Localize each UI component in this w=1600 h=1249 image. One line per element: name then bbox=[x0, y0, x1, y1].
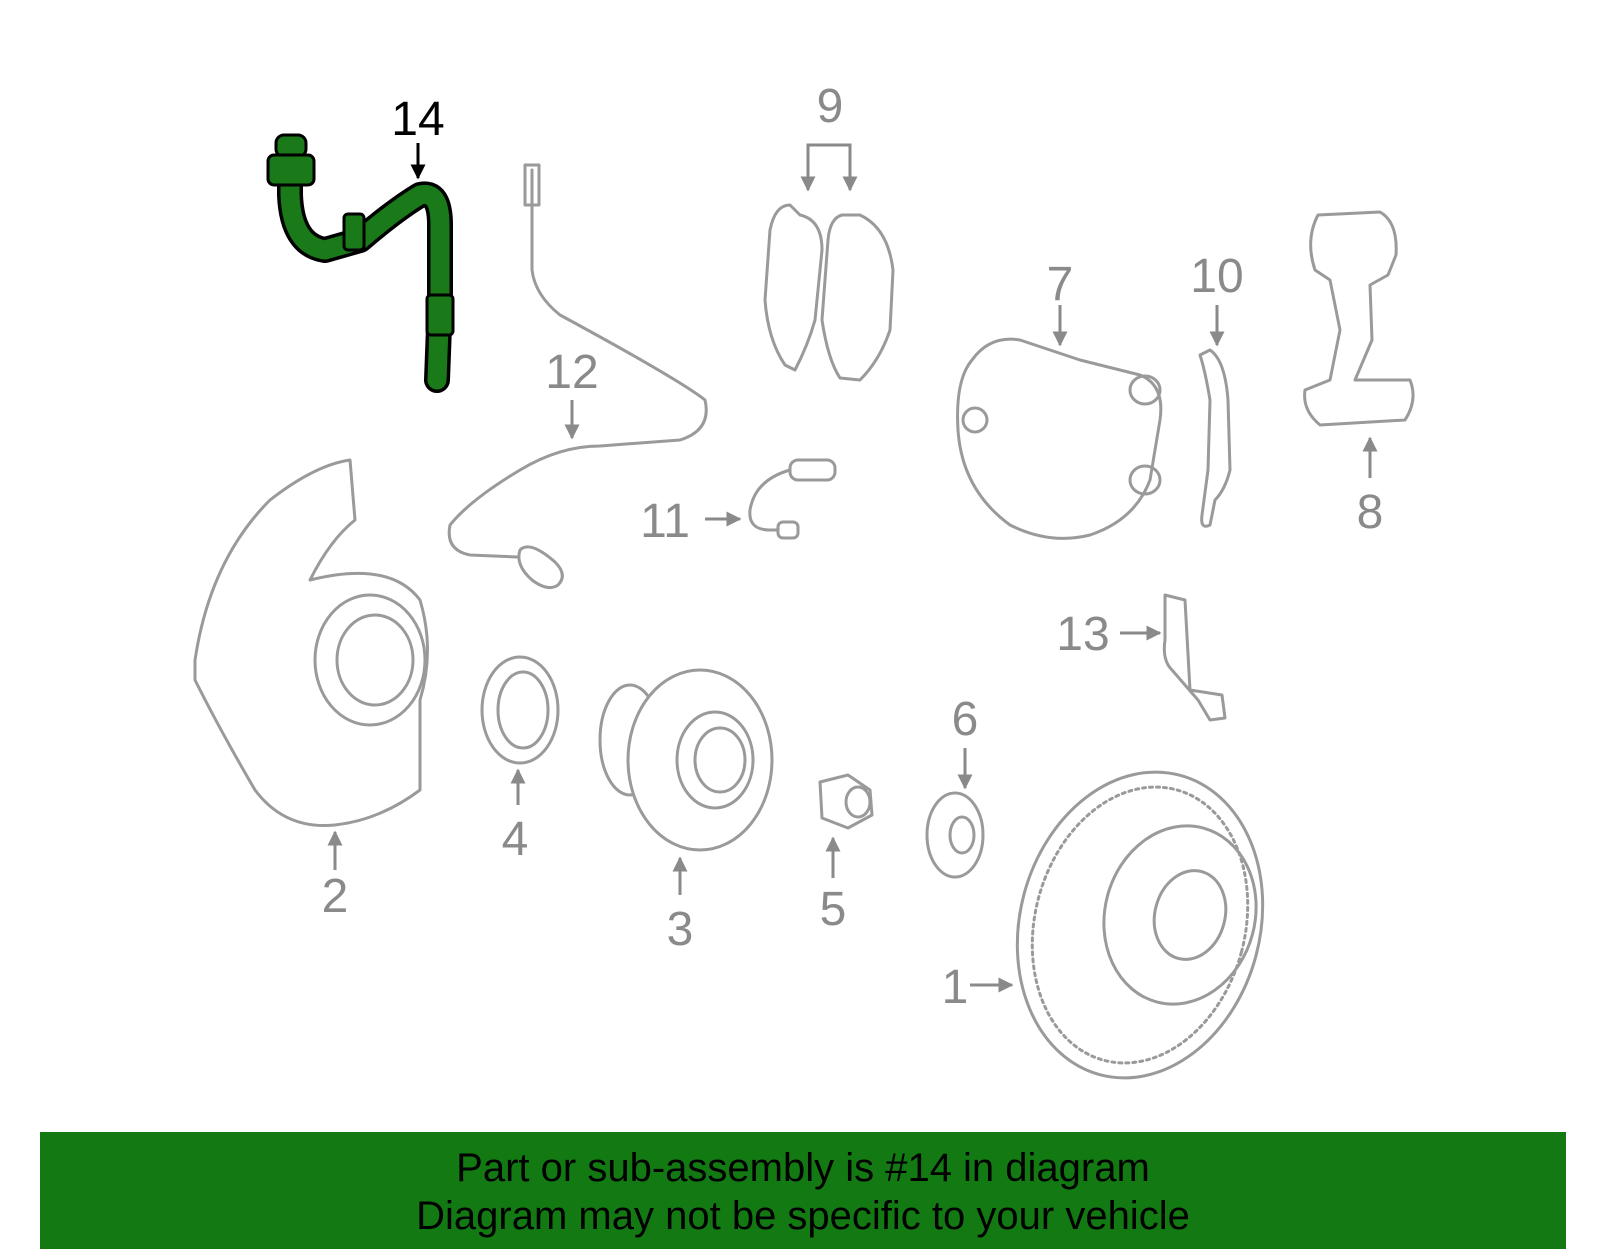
callout-3: 3 bbox=[667, 903, 694, 956]
info-banner: Part or sub-assembly is #14 in diagram D… bbox=[40, 1132, 1566, 1249]
part-9-brake-pads[interactable] bbox=[763, 203, 895, 382]
part-5-nut[interactable] bbox=[818, 773, 874, 830]
part-10-clip[interactable] bbox=[1198, 348, 1232, 528]
callout-4: 4 bbox=[502, 813, 529, 866]
part-12-abs-sensor[interactable] bbox=[447, 163, 708, 590]
part-4-seal[interactable] bbox=[480, 655, 560, 765]
callout-arrows bbox=[327, 143, 1378, 993]
callout-11: 11 bbox=[640, 495, 690, 548]
part-1-rotor[interactable] bbox=[984, 744, 1296, 1106]
part-6-cap[interactable] bbox=[925, 791, 985, 879]
banner-line-1: Part or sub-assembly is #14 in diagram bbox=[456, 1146, 1150, 1190]
callout-labels: 14 9 7 10 8 12 11 13 2 4 3 5 6 1 bbox=[322, 80, 1384, 1014]
callout-1: 1 bbox=[942, 961, 969, 1014]
callout-12: 12 bbox=[545, 346, 598, 399]
callout-9: 9 bbox=[817, 80, 844, 133]
part-3-hub[interactable] bbox=[598, 668, 774, 852]
part-14-brake-hose[interactable] bbox=[266, 133, 455, 393]
banner-line-2: Diagram may not be specific to your vehi… bbox=[416, 1194, 1190, 1238]
callout-2: 2 bbox=[322, 870, 349, 923]
part-7-caliper[interactable] bbox=[956, 337, 1163, 540]
part-13-bracket[interactable] bbox=[1162, 593, 1227, 722]
callout-7: 7 bbox=[1047, 258, 1074, 311]
callout-5: 5 bbox=[820, 883, 847, 936]
callout-14: 14 bbox=[391, 93, 444, 146]
callout-13: 13 bbox=[1056, 608, 1109, 661]
part-8-caliper-bracket[interactable] bbox=[1303, 210, 1415, 427]
callout-8: 8 bbox=[1357, 486, 1384, 539]
callout-6: 6 bbox=[952, 693, 979, 746]
part-2-splash-shield[interactable] bbox=[193, 458, 429, 828]
part-11-wear-sensor[interactable] bbox=[748, 458, 837, 540]
callout-10: 10 bbox=[1190, 250, 1243, 303]
